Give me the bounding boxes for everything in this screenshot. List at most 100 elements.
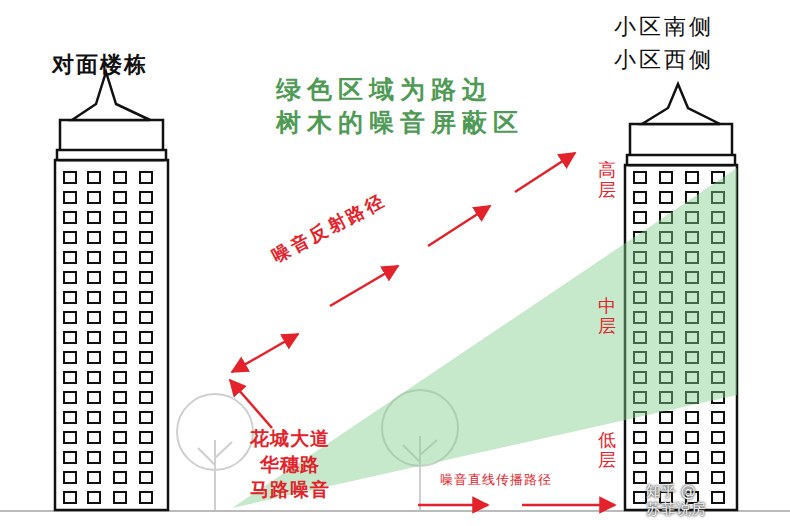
floor-label: 中层 — [598, 296, 616, 336]
window — [114, 372, 126, 383]
window — [88, 452, 100, 463]
window — [634, 452, 646, 463]
window — [88, 492, 100, 503]
window — [88, 212, 100, 223]
window — [88, 412, 100, 423]
window — [140, 252, 152, 263]
window — [114, 452, 126, 463]
window — [712, 472, 724, 483]
window — [140, 392, 152, 403]
window — [114, 272, 126, 283]
building-label: 对面楼栋 — [52, 52, 148, 78]
window — [634, 192, 646, 203]
floor-label: 低层 — [598, 430, 616, 470]
window — [686, 412, 698, 423]
window — [712, 412, 724, 423]
window — [88, 192, 100, 203]
window — [88, 312, 100, 323]
window — [64, 192, 76, 203]
window — [140, 272, 152, 283]
window — [114, 172, 126, 183]
window — [64, 212, 76, 223]
site-label: 小区南侧 小区西侧 — [614, 10, 714, 76]
window — [64, 272, 76, 283]
window — [114, 392, 126, 403]
window — [114, 212, 126, 223]
shield-zone — [232, 168, 737, 508]
window — [634, 432, 646, 443]
window — [64, 252, 76, 263]
window — [64, 452, 76, 463]
window — [712, 452, 724, 463]
window — [660, 452, 672, 463]
window — [660, 472, 672, 483]
window — [686, 472, 698, 483]
reflection-label: 噪音反射路径 — [268, 189, 389, 267]
window — [634, 492, 646, 503]
window — [660, 192, 672, 203]
window — [140, 232, 152, 243]
window — [140, 352, 152, 363]
window — [114, 292, 126, 303]
window — [712, 432, 724, 443]
window — [660, 432, 672, 443]
watermark: 知乎 @苏菲说房 — [646, 482, 706, 518]
window — [140, 412, 152, 423]
window — [88, 292, 100, 303]
window — [660, 412, 672, 423]
window — [140, 312, 152, 323]
window — [64, 172, 76, 183]
window — [88, 392, 100, 403]
window — [686, 452, 698, 463]
window — [114, 432, 126, 443]
window — [114, 412, 126, 423]
window — [64, 412, 76, 423]
window — [88, 372, 100, 383]
window — [140, 172, 152, 183]
window — [140, 372, 152, 383]
opposite-building — [55, 72, 168, 510]
window — [88, 232, 100, 243]
window — [114, 312, 126, 323]
window — [140, 212, 152, 223]
window — [64, 472, 76, 483]
window — [634, 172, 646, 183]
window — [64, 292, 76, 303]
window — [114, 332, 126, 343]
window — [140, 432, 152, 443]
window — [660, 172, 672, 183]
shield-note: 绿色区域为路边 树木的噪音屏蔽区 — [276, 74, 524, 139]
window — [712, 492, 724, 503]
window — [114, 352, 126, 363]
window — [64, 492, 76, 503]
window — [140, 492, 152, 503]
window — [114, 252, 126, 263]
floor-label: 高层 — [598, 160, 616, 200]
window — [114, 232, 126, 243]
window — [88, 432, 100, 443]
window — [88, 332, 100, 343]
road-noise-label: 花城大道 华穗路 马路噪音 — [250, 426, 330, 503]
window — [114, 472, 126, 483]
window — [88, 272, 100, 283]
window — [64, 332, 76, 343]
window — [140, 452, 152, 463]
window — [140, 472, 152, 483]
window — [64, 352, 76, 363]
window — [88, 352, 100, 363]
noise-arrows — [230, 153, 615, 505]
window — [140, 332, 152, 343]
window — [140, 192, 152, 203]
window — [114, 192, 126, 203]
window — [634, 472, 646, 483]
window — [140, 292, 152, 303]
window — [114, 492, 126, 503]
window — [64, 232, 76, 243]
window — [686, 432, 698, 443]
window — [88, 252, 100, 263]
window — [64, 372, 76, 383]
direct-path-label: 噪音直线传播路径 — [440, 472, 552, 488]
window — [64, 392, 76, 403]
window — [88, 472, 100, 483]
